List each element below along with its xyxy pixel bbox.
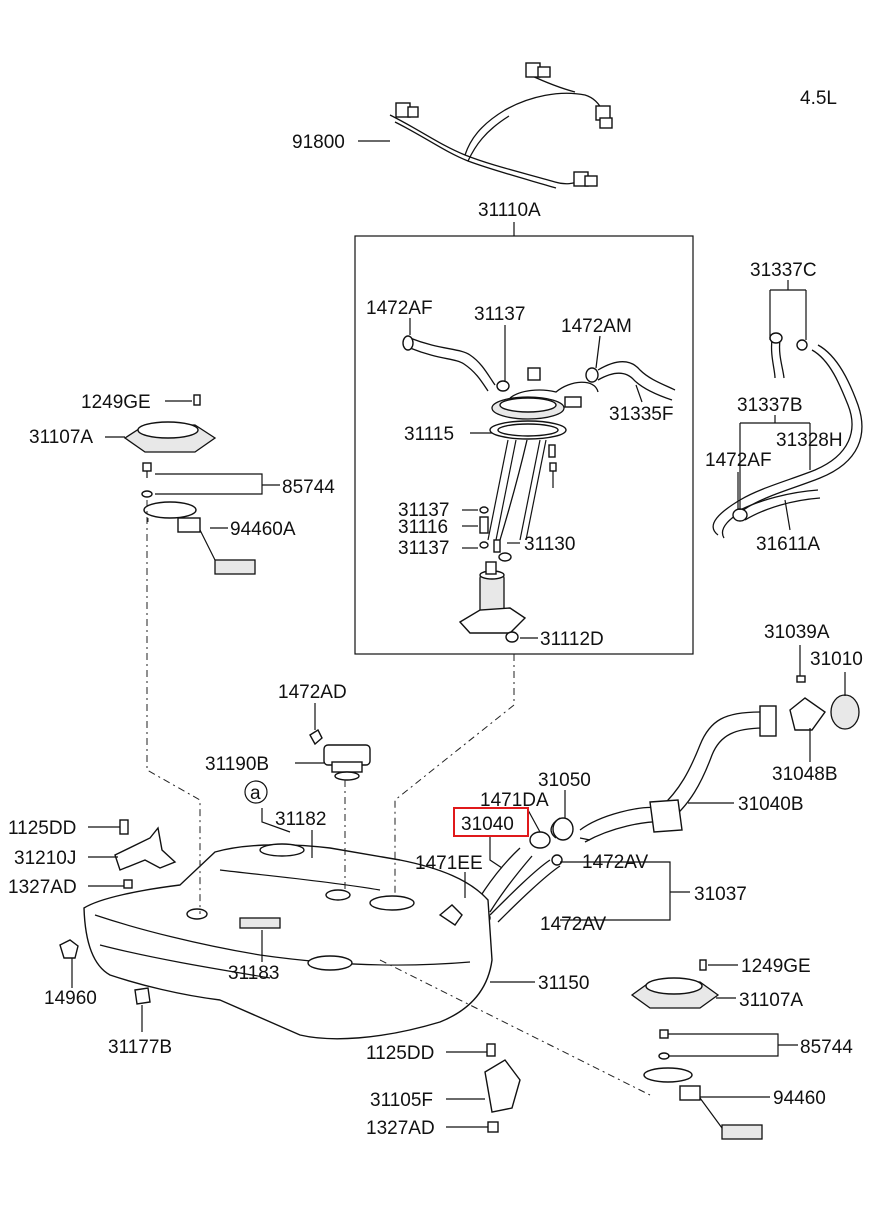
label-31183: 31183	[228, 963, 279, 984]
label-1471EE: 1471EE	[415, 853, 483, 874]
left-sender-drawing	[123, 394, 256, 575]
label-94460A: 94460A	[230, 519, 296, 540]
label-31040[interactable]: 31040	[461, 814, 514, 835]
label-31137-top: 31137	[474, 304, 525, 325]
label-91800: 91800	[292, 132, 345, 153]
bracket-bottom-drawing	[484, 1043, 521, 1133]
label-1472AV-bot: 1472AV	[540, 914, 607, 935]
label-1327AD-bot: 1327AD	[366, 1118, 435, 1139]
label-31337B: 31337B	[737, 395, 803, 416]
label-31039A: 31039A	[764, 622, 830, 643]
label-14960: 14960	[44, 988, 97, 1009]
label-31190B: 31190B	[205, 754, 269, 775]
label-31037: 31037	[694, 884, 747, 905]
label-31107A-right: 31107A	[739, 990, 803, 1011]
label-31611A: 31611A	[756, 534, 820, 555]
label-31110A: 31110A	[478, 200, 541, 221]
label-31130: 31130	[524, 534, 575, 555]
wiring-harness-drawing	[389, 62, 613, 189]
label-31335F: 31335F	[609, 404, 673, 425]
regulator-drawing	[309, 728, 371, 781]
label-31105F: 31105F	[370, 1090, 433, 1111]
label-1472AM: 1472AM	[561, 316, 632, 337]
label-85744-left: 85744	[282, 477, 335, 498]
engine-size-label: 4.5L	[800, 88, 837, 109]
label-1472AV-top: 1472AV	[582, 852, 649, 873]
label-1125DD-bot: 1125DD	[366, 1043, 434, 1064]
label-31010: 31010	[810, 649, 863, 670]
leader-lines	[71, 140, 846, 1128]
fuel-pump-assembly-drawing	[402, 335, 676, 643]
label-31115: 31115	[404, 424, 454, 445]
label-1249GE-right: 1249GE	[741, 956, 811, 977]
label-1472AF-right: 1472AF	[705, 450, 772, 471]
label-31328H: 31328H	[776, 430, 843, 451]
label-31116: 31116	[398, 517, 448, 538]
label-1471DA: 1471DA	[480, 790, 549, 811]
fuel-tank-drawing	[59, 843, 493, 1040]
label-1472AD: 1472AD	[278, 682, 347, 703]
label-31112D: 31112D	[540, 629, 604, 650]
label-1472AF-top: 1472AF	[366, 298, 433, 319]
label-31137-mid: 31137	[398, 500, 449, 521]
label-31137-low: 31137	[398, 538, 449, 559]
label-31048B: 31048B	[772, 764, 838, 785]
label-94460: 94460	[773, 1088, 826, 1109]
label-31050: 31050	[538, 770, 591, 791]
label-31107A-left: 31107A	[29, 427, 93, 448]
part-labels: 4.5L 91800 31110A 1472AF 31137 1472AM 31…	[8, 88, 863, 1139]
reference-lines	[146, 500, 651, 1096]
callout-circle	[244, 780, 268, 804]
label-31210J: 31210J	[14, 848, 76, 869]
label-31150: 31150	[538, 973, 589, 994]
label-31177B: 31177B	[108, 1037, 172, 1058]
vent-hoses-drawing	[712, 332, 863, 539]
highlight-box-31040	[453, 807, 529, 837]
pump-module-box	[354, 235, 694, 655]
bracket-left-drawing	[114, 819, 177, 889]
right-sender-drawing	[630, 959, 763, 1140]
label-31337C: 31337C	[750, 260, 817, 281]
label-31040B: 31040B	[738, 794, 804, 815]
label-callout-a: a	[250, 783, 261, 804]
label-85744-right: 85744	[800, 1037, 853, 1058]
label-31182: 31182	[275, 809, 326, 830]
label-1249GE-left: 1249GE	[81, 392, 151, 413]
label-1327AD-left: 1327AD	[8, 877, 77, 898]
label-1125DD-left: 1125DD	[8, 818, 76, 839]
